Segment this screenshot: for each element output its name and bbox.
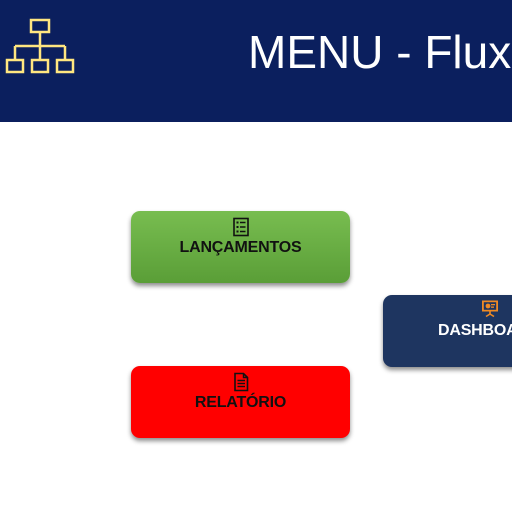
dashboard-button[interactable]: DASHBOA [383, 295, 512, 367]
header-bar: MENU - Flux [0, 0, 512, 122]
document-icon [233, 372, 248, 392]
page-title: MENU - Flux [248, 26, 512, 78]
lancamentos-button[interactable]: LANÇAMENTOS [131, 211, 350, 283]
relatorio-label: RELATÓRIO [194, 394, 287, 411]
presentation-icon [482, 300, 498, 318]
dashboard-label: DASHBOA [438, 322, 512, 339]
org-chart-icon [5, 18, 75, 74]
list-icon [232, 217, 249, 237]
lancamentos-label: LANÇAMENTOS [179, 239, 302, 256]
relatorio-button[interactable]: RELATÓRIO [131, 366, 350, 438]
